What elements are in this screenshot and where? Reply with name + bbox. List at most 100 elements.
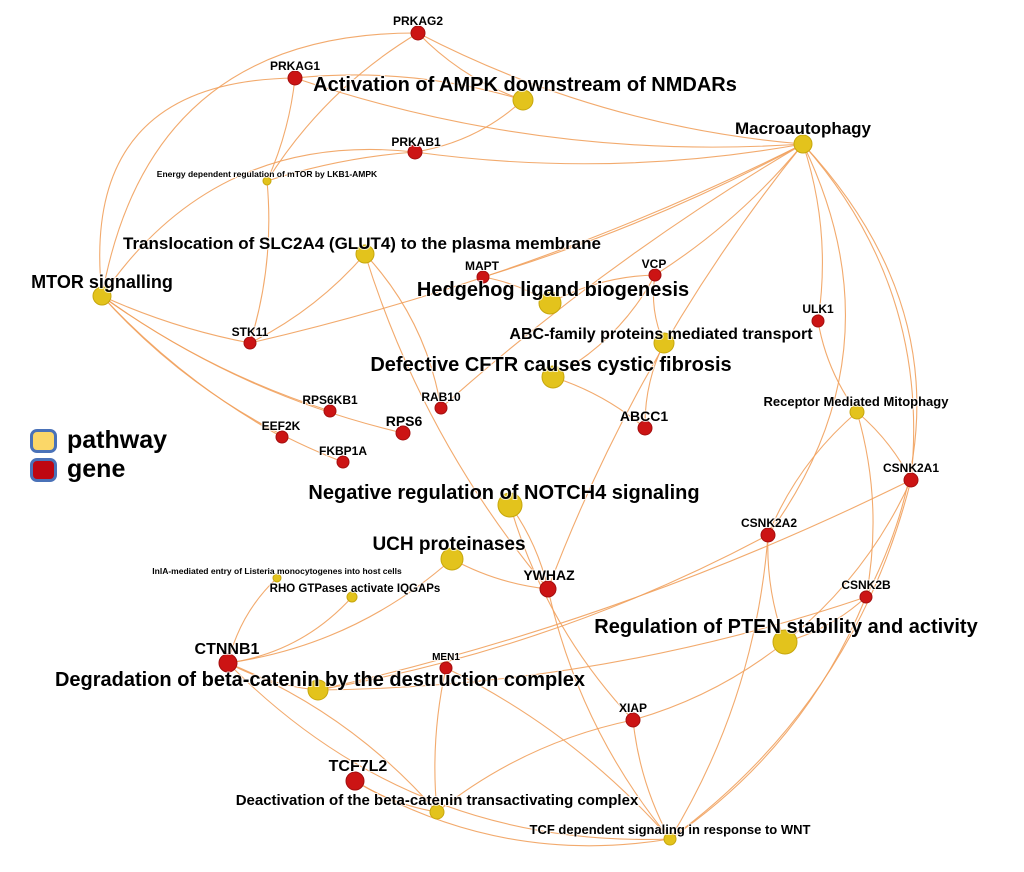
node-RPS6[interactable] [395, 425, 411, 441]
node-rho_iqgap[interactable] [346, 591, 358, 603]
edge-macroautophagy-PRKAB1 [414, 143, 804, 165]
legend-label-gene: gene [67, 455, 126, 483]
label-CSNK2B: CSNK2B [841, 578, 891, 592]
edge-mtor_signalling-PRKAG1 [99, 77, 296, 297]
edge-mtor_signalling-PRKAB1 [101, 148, 416, 297]
node-ampk_nmdar[interactable] [512, 89, 534, 111]
edge-macroautophagy-VCP [654, 143, 804, 276]
node-CSNK2A1[interactable] [903, 472, 919, 488]
node-cftr[interactable] [541, 365, 565, 389]
node-ABCC1[interactable] [637, 420, 653, 436]
node-energy_mtor[interactable] [262, 176, 272, 186]
node-tcf_wnt[interactable] [663, 832, 677, 846]
node-CTNNB1[interactable] [218, 653, 238, 673]
edge-macroautophagy-RAB10 [440, 143, 804, 409]
edge-mtor_signalling-PRKAG2 [101, 32, 419, 297]
node-glut4[interactable] [355, 244, 375, 264]
label-rho_iqgap: RHO GTPases activate IQGAPs [270, 583, 441, 595]
node-ULK1[interactable] [811, 314, 825, 328]
label-pten: Regulation of PTEN stability and activit… [594, 616, 978, 638]
edge-degradation-CSNK2A1 [317, 479, 912, 691]
edge-glut4-STK11 [249, 253, 366, 344]
edge-macroautophagy-MAPT [482, 143, 804, 278]
node-PRKAG1[interactable] [287, 70, 303, 86]
node-YWHAZ[interactable] [539, 580, 557, 598]
label-macroautophagy: Macroautophagy [735, 119, 872, 138]
node-pten[interactable] [772, 629, 798, 655]
edge-macroautophagy-STK11 [249, 143, 804, 344]
edge-tcf_wnt-XIAP [632, 719, 671, 840]
node-notch4[interactable] [497, 492, 523, 518]
edge-tcf_wnt-CSNK2A1 [669, 479, 912, 840]
edge-tcf_wnt-YWHAZ [547, 588, 671, 840]
node-receptor_mitophagy[interactable] [849, 404, 865, 420]
edge-cftr-VCP [552, 274, 656, 378]
label-RPS6KB1: RPS6KB1 [302, 393, 358, 407]
edge-receptor_mitophagy-CSNK2A1 [856, 411, 912, 481]
edge-macroautophagy-PRKAG1 [294, 77, 804, 148]
label-PRKAG2: PRKAG2 [393, 14, 443, 28]
label-uch: UCH proteinases [372, 534, 525, 555]
label-degradation: Degradation of beta-catenin by the destr… [55, 669, 585, 691]
edge-mtor_signalling-RPS6KB1 [101, 295, 331, 412]
pathway-swatch [30, 428, 57, 453]
edge-hedgehog-VCP [549, 274, 656, 304]
edge-macroautophagy-ULK1 [802, 143, 823, 322]
edge-tcf_wnt-TCF7L2 [354, 780, 671, 847]
node-TCF7L2[interactable] [345, 771, 365, 791]
legend-label-pathway: pathway [67, 426, 168, 454]
node-PRKAG2[interactable] [410, 25, 426, 41]
edge-tcf_wnt-CSNK2B [669, 596, 867, 840]
edge-receptor_mitophagy-ULK1 [817, 320, 858, 413]
edge-energy_mtor-STK11 [249, 180, 270, 344]
node-macroautophagy[interactable] [793, 134, 813, 154]
node-uch[interactable] [440, 547, 464, 571]
edge-tcf_wnt-MEN1 [445, 667, 671, 840]
node-RAB10[interactable] [434, 401, 448, 415]
node-degradation[interactable] [307, 679, 329, 701]
edge-ampk_nmdar-PRKAG1 [294, 74, 524, 101]
edge-deactivation-CTNNB1 [227, 662, 438, 813]
node-RPS6KB1[interactable] [323, 404, 337, 418]
node-hedgehog[interactable] [538, 291, 562, 315]
node-FKBP1A[interactable] [336, 455, 350, 469]
label-TCF7L2: TCF7L2 [329, 758, 388, 775]
node-VCP[interactable] [648, 268, 662, 282]
edge-notch4-XIAP [509, 504, 634, 721]
label-receptor_mitophagy: Receptor Mediated Mitophagy [764, 394, 950, 409]
edge-mtor_signalling-RPS6 [101, 295, 404, 434]
node-CSNK2A2[interactable] [760, 527, 776, 543]
label-MEN1: MEN1 [432, 652, 460, 663]
node-XIAP[interactable] [625, 712, 641, 728]
node-inla[interactable] [272, 573, 282, 583]
gene-swatch [30, 457, 57, 482]
label-CSNK2A1: CSNK2A1 [883, 461, 939, 475]
label-CSNK2A2: CSNK2A2 [741, 516, 797, 530]
edge-macroautophagy-CSNK2A2 [767, 143, 847, 536]
node-MEN1[interactable] [439, 661, 453, 675]
label-XIAP: XIAP [619, 701, 647, 715]
node-CSNK2B[interactable] [859, 590, 873, 604]
label-abc_family: ABC-family proteins mediated transport [509, 326, 813, 343]
edge-inla-CTNNB1 [227, 577, 278, 664]
label-notch4: Negative regulation of NOTCH4 signaling [308, 482, 699, 504]
node-mtor_signalling[interactable] [92, 286, 112, 306]
label-deactivation: Deactivation of the beta-catenin transac… [236, 792, 639, 809]
node-STK11[interactable] [243, 336, 257, 350]
edge-rho_iqgap-CTNNB1 [227, 596, 353, 664]
node-deactivation[interactable] [429, 804, 445, 820]
node-abc_family[interactable] [653, 332, 675, 354]
edge-receptor_mitophagy-CSNK2B [856, 411, 874, 598]
node-EEF2K[interactable] [275, 430, 289, 444]
edge-ampk_nmdar-PRKAB1 [414, 99, 524, 153]
label-EEF2K: EEF2K [262, 419, 301, 433]
edge-pten-XIAP [632, 641, 786, 721]
node-PRKAB1[interactable] [407, 144, 423, 160]
label-cftr: Defective CFTR causes cystic fibrosis [370, 354, 731, 376]
label-PRKAB1: PRKAB1 [391, 135, 441, 149]
node-MAPT[interactable] [476, 270, 490, 284]
label-ABCC1: ABCC1 [620, 408, 668, 424]
label-ampk_nmdar: Activation of AMPK downstream of NMDARs [313, 74, 737, 96]
edge-tcf_wnt-CSNK2A2 [669, 534, 769, 840]
